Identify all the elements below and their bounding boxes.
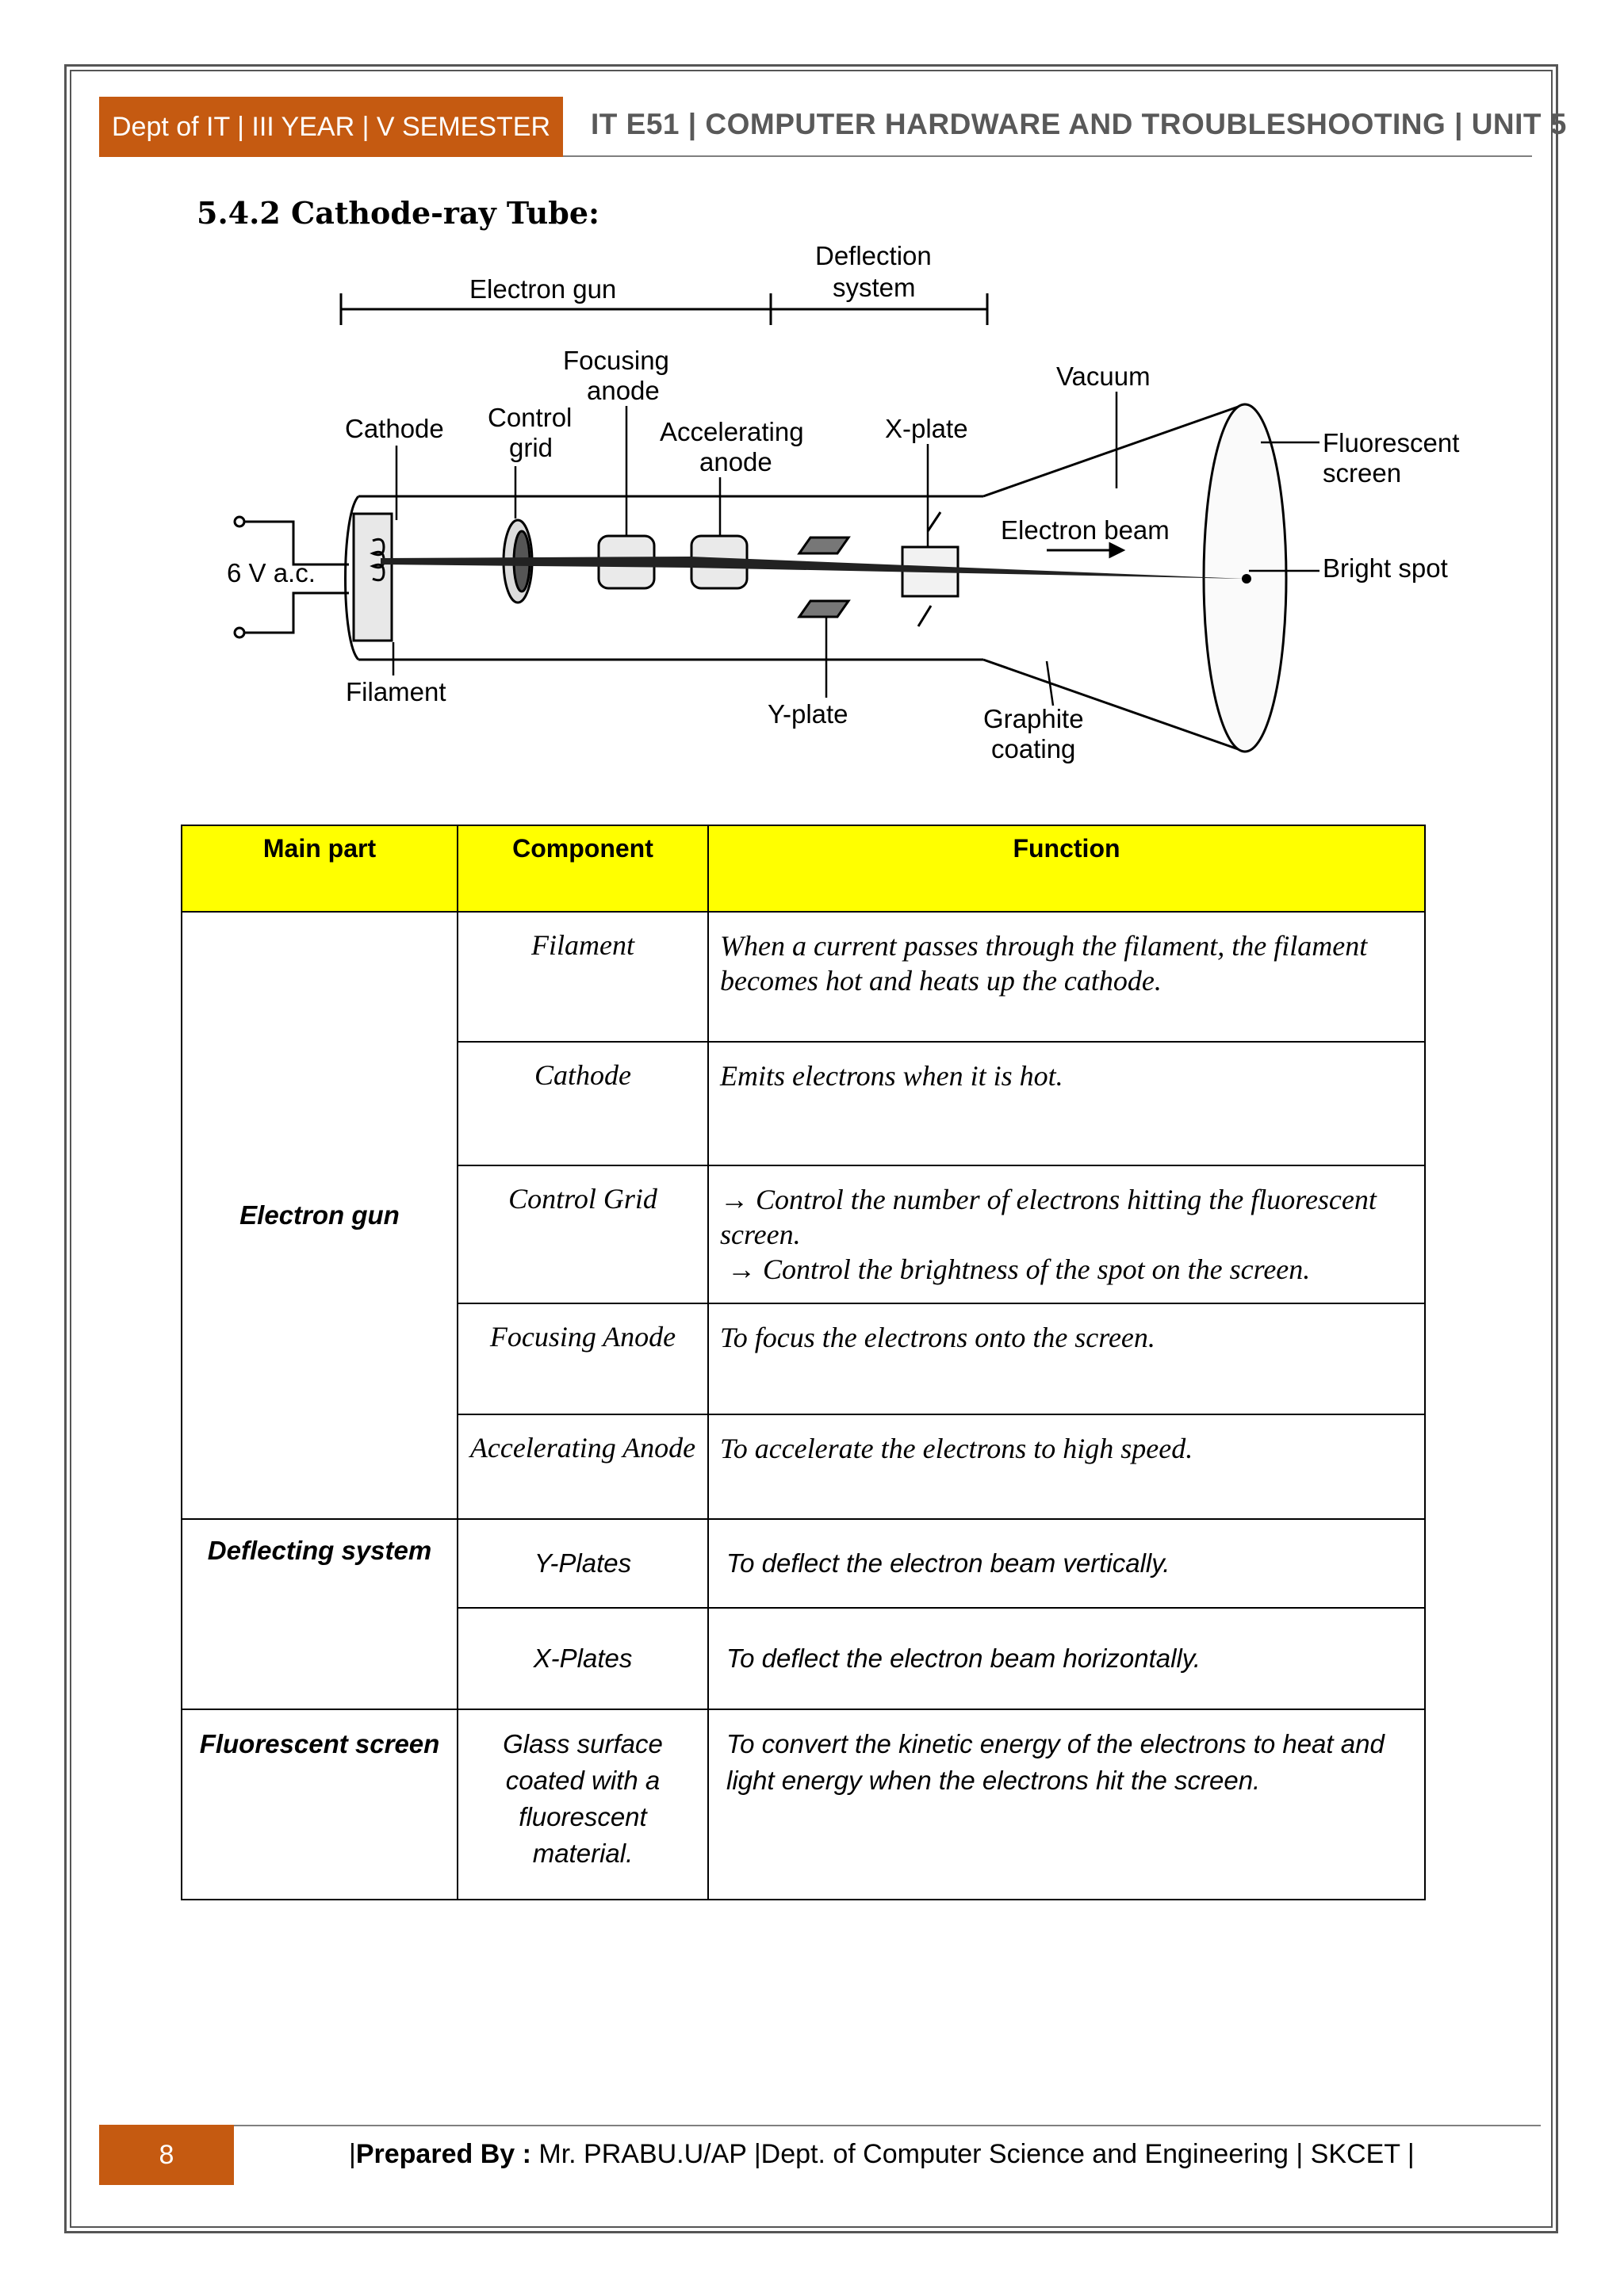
prepared-by-label: Prepared By : bbox=[355, 2139, 531, 2169]
component-cell: Accelerating Anode bbox=[457, 1414, 709, 1520]
header-rule bbox=[563, 155, 1532, 157]
footer-rule bbox=[234, 2125, 1541, 2126]
function-cell: Emits electrons when it is hot. bbox=[707, 1041, 1426, 1166]
label-fluorescent-1: Fluorescent bbox=[1323, 428, 1459, 457]
component-cell: Y-Plates bbox=[457, 1518, 709, 1609]
section-title: 5.4.2 Cathode-ray Tube: bbox=[197, 195, 600, 231]
function-cell: When a current passes through the filame… bbox=[707, 911, 1426, 1043]
header-main-part: Main part bbox=[181, 825, 458, 913]
table-row: Fluorescent screen Glass surface coated … bbox=[181, 1709, 1426, 1900]
function-cell: To convert the kinetic energy of the ele… bbox=[707, 1709, 1426, 1900]
component-cell: Cathode bbox=[457, 1041, 709, 1166]
label-control-2: grid bbox=[509, 433, 553, 462]
label-electron-gun: Electron gun bbox=[469, 274, 616, 304]
table-row: Accelerating Anode To accelerate the ele… bbox=[182, 1414, 1426, 1520]
page-border-inner bbox=[70, 70, 1553, 2228]
label-filament: Filament bbox=[346, 677, 446, 706]
label-y-plate: Y-plate bbox=[768, 699, 848, 729]
function-line: Control the number of electrons hitting … bbox=[720, 1184, 1377, 1250]
label-accelerating-1: Accelerating bbox=[660, 417, 804, 446]
bright-spot bbox=[1242, 574, 1251, 584]
label-cathode: Cathode bbox=[345, 414, 444, 443]
crt-parts-table: Main part Component Function Electron gu… bbox=[181, 825, 1426, 1900]
page-border-outer bbox=[64, 64, 1558, 2233]
footer-credits: |Prepared By : Mr. PRABU.U/AP |Dept. of … bbox=[349, 2139, 1415, 2169]
arrow-icon: → bbox=[720, 1184, 749, 1215]
electron-beam bbox=[381, 557, 1245, 579]
crt-diagram: Electron gun Deflection system Focusing … bbox=[227, 241, 1459, 763]
label-voltage: 6 V a.c. bbox=[227, 558, 316, 587]
leader-lines bbox=[392, 392, 1320, 706]
page-number: 8 bbox=[99, 2125, 234, 2185]
header-title: IT E51 | COMPUTER HARDWARE AND TROUBLESH… bbox=[591, 108, 1567, 140]
label-graphite-2: coating bbox=[991, 734, 1075, 763]
component-cell: Glass surface coated with a fluorescent … bbox=[457, 1709, 709, 1900]
table-header-row: Main part Component Function bbox=[181, 825, 1426, 913]
component-cell: Control Grid bbox=[457, 1165, 709, 1304]
label-accelerating-2: anode bbox=[699, 447, 772, 476]
component-cell: Focusing Anode bbox=[457, 1303, 709, 1415]
table-row: X-Plates To deflect the electron beam ho… bbox=[182, 1607, 1426, 1710]
function-cell: To accelerate the electrons to high spee… bbox=[707, 1414, 1426, 1520]
label-deflection-1: Deflection bbox=[815, 241, 932, 270]
label-focusing-1: Focusing bbox=[563, 346, 669, 375]
function-cell: To deflect the electron beam horizontall… bbox=[707, 1607, 1426, 1710]
span-markers bbox=[339, 293, 989, 325]
function-cell: → Control the number of electrons hittin… bbox=[707, 1165, 1426, 1304]
arrow-icon: → bbox=[727, 1253, 756, 1285]
label-focusing-2: anode bbox=[587, 376, 660, 405]
label-x-plate: X-plate bbox=[885, 414, 968, 443]
main-part-deflecting-system: Deflecting system bbox=[181, 1518, 458, 1710]
label-vacuum: Vacuum bbox=[1056, 362, 1151, 391]
header-function: Function bbox=[707, 825, 1426, 913]
table-row: Deflecting system Y-Plates To deflect th… bbox=[181, 1518, 1426, 1710]
table-row: Control Grid → Control the number of ele… bbox=[182, 1165, 1426, 1304]
label-bright-spot: Bright spot bbox=[1323, 553, 1448, 583]
component-cell: X-Plates bbox=[457, 1607, 709, 1710]
component-cell: Filament bbox=[457, 911, 709, 1043]
table-row: Electron gun Filament When a current pas… bbox=[181, 911, 1426, 1520]
function-cell: To deflect the electron beam vertically. bbox=[707, 1518, 1426, 1609]
table-row: Focusing Anode To focus the electrons on… bbox=[182, 1303, 1426, 1415]
main-part-electron-gun: Electron gun bbox=[181, 911, 458, 1520]
main-part-fluorescent-screen: Fluorescent screen bbox=[181, 1709, 458, 1900]
label-deflection-2: system bbox=[833, 273, 916, 302]
label-graphite-1: Graphite bbox=[983, 704, 1084, 733]
table-row: Cathode Emits electrons when it is hot. bbox=[182, 1041, 1426, 1166]
header-tab: Dept of IT | III YEAR | V SEMESTER bbox=[99, 97, 563, 157]
function-cell: To focus the electrons onto the screen. bbox=[707, 1303, 1426, 1415]
label-electron-beam: Electron beam bbox=[1001, 515, 1170, 545]
header-component: Component bbox=[457, 825, 709, 913]
function-line: Control the brightness of the spot on th… bbox=[763, 1253, 1311, 1285]
prepared-by-text: Mr. PRABU.U/AP |Dept. of Computer Scienc… bbox=[530, 2139, 1415, 2169]
label-fluorescent-2: screen bbox=[1323, 458, 1401, 488]
label-control-1: Control bbox=[488, 403, 572, 432]
